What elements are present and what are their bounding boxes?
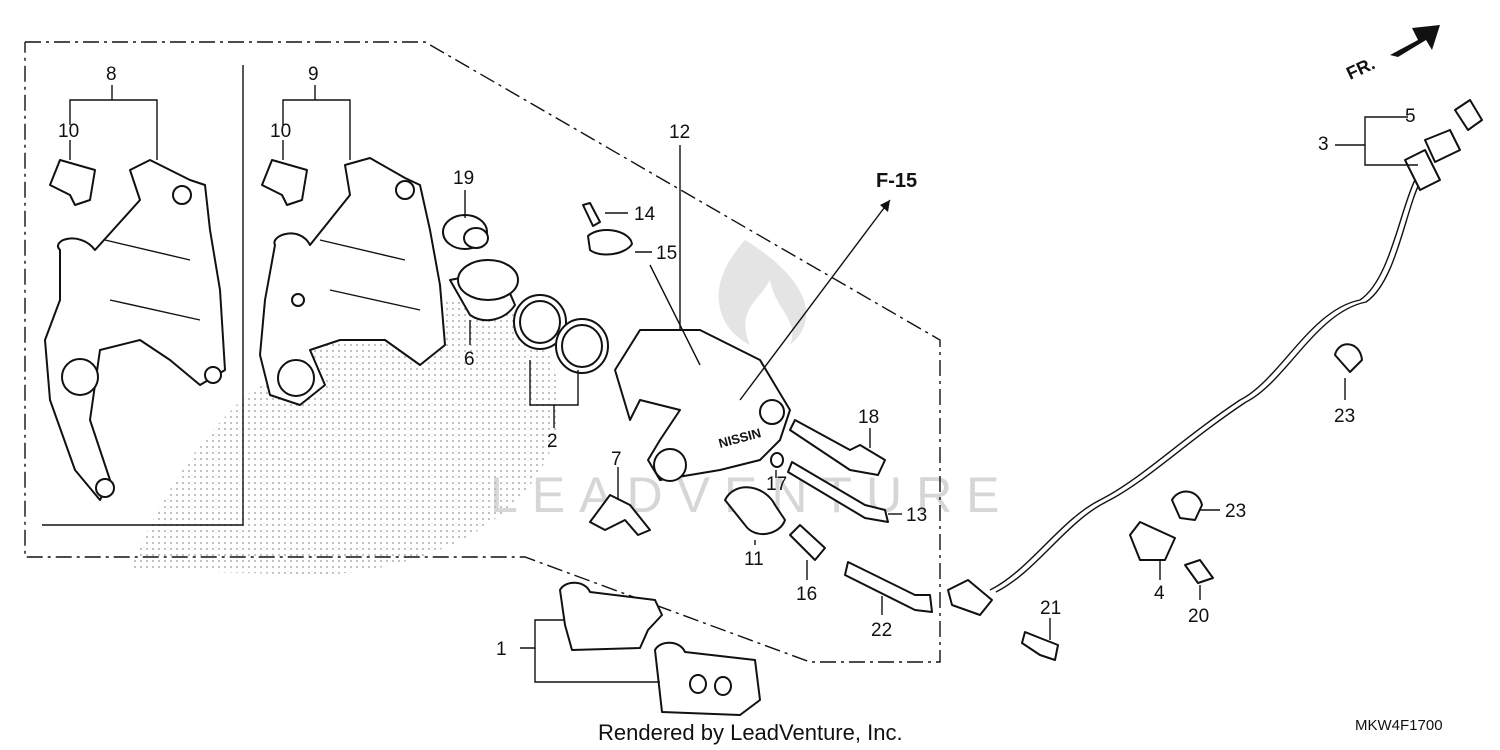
seal-2a [513,294,567,350]
footer-credit: Rendered by LeadVenture, Inc. [598,720,903,745]
callout-13: 13 [906,505,927,526]
reference-pointer: F-15 [739,170,917,401]
direction-label: FR. [1343,53,1378,83]
bracket-lines [42,65,244,526]
callout-8: 8 [106,64,117,85]
connector-cap-5 [1454,99,1483,131]
callout-3: 3 [1318,134,1329,155]
callout-21: 21 [1040,598,1061,619]
callout-18: 18 [858,407,879,428]
bleeder-14 [582,202,628,227]
callout-14: 14 [634,204,656,225]
reference-label: F-15 [876,170,917,192]
callout-23a: 23 [1334,406,1355,427]
clamp-23a [1334,343,1363,373]
callout-9: 9 [308,64,319,85]
bolt-20 [1184,559,1214,584]
callout-11: 11 [744,549,764,570]
sleeve-16 [789,524,826,561]
pin-boot-11 [724,486,786,535]
caliper-bracket-8 [44,159,226,501]
brake-pad-1b [654,641,761,716]
callout-10b: 10 [270,121,291,142]
callout-15: 15 [656,243,677,264]
assembly-outline [24,41,941,663]
callout-16: 16 [796,584,817,605]
callout-6: 6 [464,349,475,370]
retainer-clip-10a [49,159,96,206]
diagram-code: MKW4F1700 [1355,717,1443,734]
callout-labels: 1 2 3 4 5 6 7 8 9 10 10 11 12 13 14 15 1… [58,64,1416,660]
callout-17: 17 [766,474,787,495]
bolt-22 [844,561,933,613]
callout-12: 12 [669,122,690,143]
boot-19 [442,214,489,250]
callout-10a: 10 [58,121,79,142]
slide-pin-13 [787,461,889,523]
callout-20: 20 [1188,606,1209,627]
seal-2b [555,318,609,374]
caliper-body-12: NISSIN [614,329,791,482]
slide-pin-18 [789,419,886,476]
callout-1: 1 [496,639,507,660]
callout-23b: 23 [1225,501,1246,522]
bolt-21 [1021,631,1059,661]
wheel-speed-sensor-3 [947,129,1461,616]
clamp-23b [1171,490,1203,521]
callout-7: 7 [611,449,622,470]
bleeder-cap-15 [587,229,652,256]
caliper-bracket-9 [259,157,446,406]
callout-2: 2 [547,431,558,452]
brake-pad-1a [559,581,663,651]
retainer-clip-10b [261,159,308,206]
front-direction-arrow: FR. [1343,25,1440,84]
leader-lines [69,85,1418,683]
sensor-bracket-4 [1129,521,1176,561]
pad-spring-7 [589,494,651,536]
callout-22: 22 [871,620,892,641]
halftone-shading [130,298,560,575]
callout-19: 19 [453,168,474,189]
callout-4: 4 [1154,583,1165,604]
washer-17 [770,452,784,468]
piston-6 [449,259,519,322]
callout-5: 5 [1405,106,1416,127]
